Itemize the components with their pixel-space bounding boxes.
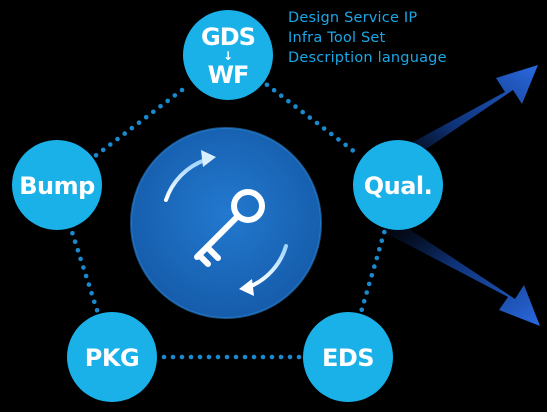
connector-dot <box>329 131 334 137</box>
eds-label: EDS <box>321 344 375 372</box>
connector-dot <box>271 87 277 93</box>
qual-node-circle <box>353 140 443 230</box>
pkg-label: PKG <box>84 344 140 372</box>
connector-dot <box>165 98 170 104</box>
connector-dot <box>251 354 257 360</box>
connector-dot <box>188 354 194 360</box>
qual-label: Qual. <box>363 172 433 200</box>
connector-dot <box>359 307 365 313</box>
connector-dot <box>72 239 78 244</box>
connector-dot <box>108 142 113 147</box>
connector-dot <box>151 109 156 115</box>
connector-dot <box>369 273 375 278</box>
connector-dot <box>89 290 94 296</box>
connector-dot <box>179 87 185 93</box>
connector-dot <box>379 238 385 243</box>
connector-dot <box>264 82 270 88</box>
connector-dot <box>93 153 99 158</box>
down-arrow-icon: ↓ <box>222 49 234 63</box>
connector-dot <box>269 354 275 360</box>
key-icon <box>194 189 265 267</box>
connector-dot <box>300 109 306 115</box>
connector-dot <box>224 354 230 360</box>
connector-dot <box>129 125 135 131</box>
connector-dot <box>374 255 380 261</box>
dotted-connection-ring <box>70 82 387 360</box>
connector-dot <box>172 93 178 98</box>
connector-dot <box>336 137 341 142</box>
connector-dot <box>94 308 100 313</box>
bump-label: Bump <box>19 172 95 200</box>
connector-dot <box>206 354 212 360</box>
connector-dot <box>314 120 320 126</box>
gds-node-circle <box>183 10 273 100</box>
connector-dot <box>83 273 89 279</box>
connector-dot <box>161 354 167 360</box>
connector-dot <box>115 136 120 142</box>
connector-dot <box>321 126 327 131</box>
gds-label: GDS <box>201 23 256 51</box>
pkg-node-circle <box>67 312 157 402</box>
outgoing-arrow-down <box>380 215 540 326</box>
connector-dot <box>136 120 142 125</box>
connector-dot <box>278 354 284 360</box>
connector-dot <box>122 131 127 136</box>
description-item: Design Service IP <box>288 10 418 26</box>
connector-dot <box>158 104 163 109</box>
description-list: Design Service IP Infra Tool Set Descrip… <box>288 8 447 68</box>
connector-dot <box>81 265 86 270</box>
cycle-arrows-icon <box>164 150 288 296</box>
wf-label: WF <box>207 61 250 89</box>
connector-dot <box>70 230 75 236</box>
connector-dot <box>233 354 239 360</box>
connector-dot <box>350 148 356 153</box>
connector-dot <box>78 256 83 262</box>
connector-dot <box>361 298 367 304</box>
description-item: Description language <box>288 50 447 66</box>
connector-dot <box>75 248 81 253</box>
connector-dot <box>197 354 203 360</box>
connector-dot <box>296 354 302 360</box>
connector-dot <box>179 354 185 360</box>
connector-dot <box>382 229 387 235</box>
connector-dot <box>293 104 298 109</box>
connector-dot <box>100 147 106 153</box>
eds-node-circle <box>303 312 393 402</box>
connector-dot <box>377 247 382 252</box>
connector-dot <box>307 115 313 120</box>
connector-dot <box>143 114 149 120</box>
connector-dot <box>86 282 92 287</box>
connector-dot <box>215 354 221 360</box>
connector-dot <box>286 98 291 104</box>
connector-dot <box>242 354 248 360</box>
connector-dot <box>364 290 370 295</box>
connector-dot <box>366 281 372 287</box>
bump-node-circle <box>12 140 102 230</box>
connector-dot <box>287 354 293 360</box>
connector-dot <box>92 299 97 305</box>
connector-dot <box>278 93 284 98</box>
connector-dot <box>170 354 176 360</box>
gds-node: GDS ↓ WF <box>201 23 256 89</box>
connector-dot <box>260 354 266 360</box>
outer-nodes <box>12 10 443 402</box>
center-circle <box>130 127 322 319</box>
connector-dot <box>372 264 377 269</box>
connector-dot <box>343 142 348 148</box>
description-item: Infra Tool Set <box>288 30 386 46</box>
